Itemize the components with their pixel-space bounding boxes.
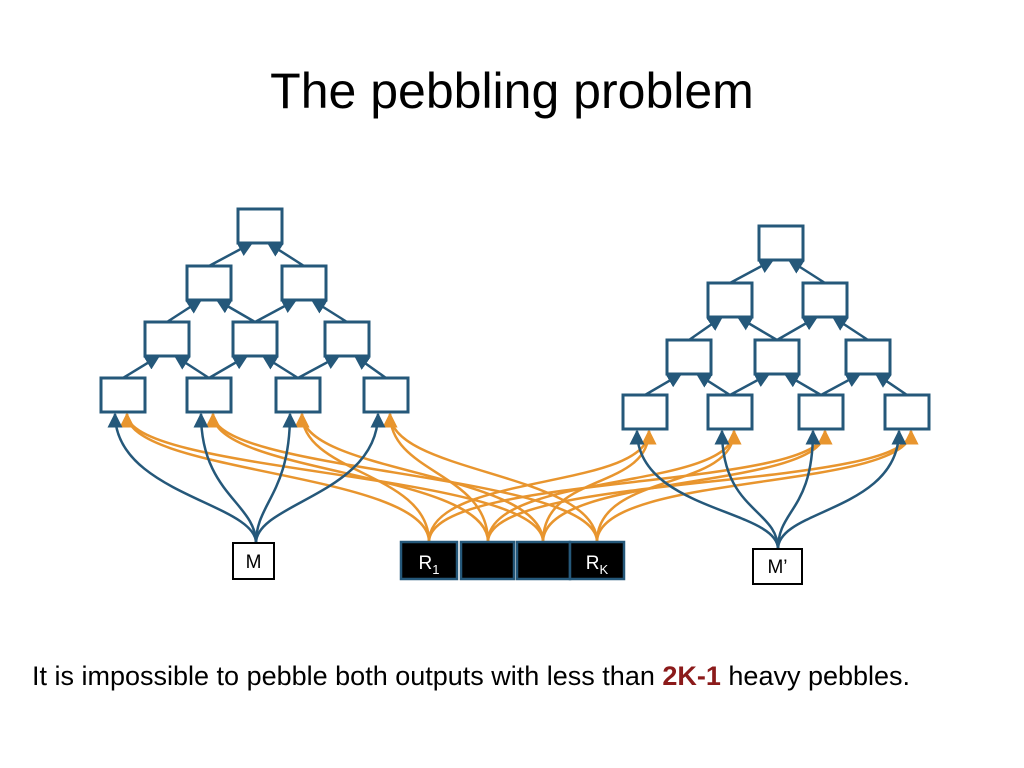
register-edge (486, 429, 742, 543)
register-1-label: R1 (419, 553, 440, 577)
right-tree-node (844, 338, 892, 376)
right-tree-node (883, 393, 931, 431)
caption-highlight: 2K-1 (662, 661, 721, 691)
register-edge (541, 429, 833, 543)
register-edge (541, 429, 657, 543)
right-tree-node (797, 393, 845, 431)
right-tree-edge (736, 315, 778, 342)
right-tree-edge (688, 315, 724, 342)
right-tree-edge (831, 315, 869, 342)
left-memory-edge (254, 412, 386, 544)
left-tree-edge (353, 354, 387, 380)
register-3 (515, 540, 572, 581)
tree-edges (122, 241, 908, 397)
right-tree-edge (644, 372, 683, 397)
right-tree-edge (729, 258, 775, 285)
left-tree-edge (122, 354, 161, 380)
right-tree-node (753, 338, 801, 376)
right-tree-edge (820, 372, 862, 397)
left-tree-node (236, 207, 284, 245)
left-tree-edge (261, 354, 299, 380)
memory-edges (107, 412, 907, 550)
right-tree-node (801, 281, 849, 319)
left-tree-edge (215, 298, 256, 324)
left-memory-label: M (246, 552, 262, 573)
right-tree-edge (695, 372, 731, 397)
register-edge (427, 429, 657, 543)
left-tree-edge (166, 298, 203, 324)
register-edge (427, 429, 833, 543)
right-tree-node (706, 281, 754, 319)
left-tree-node (143, 320, 191, 358)
caption-text-end: heavy pebbles. (720, 661, 911, 691)
right-memory-edge (629, 429, 780, 550)
left-tree-edge (266, 241, 305, 268)
left-tree-node (185, 376, 233, 414)
left-tree-node (280, 264, 328, 302)
left-memory-edge (193, 412, 258, 544)
left-tree-node (323, 320, 371, 358)
left-tree-node (231, 320, 279, 358)
right-tree-node (706, 393, 754, 431)
page-title: The pebbling problem (270, 63, 754, 119)
right-tree-node (757, 224, 805, 262)
left-memory: M (232, 542, 275, 580)
register-edge (382, 412, 599, 543)
left-tree-node (274, 376, 322, 414)
left-tree-edge (208, 241, 254, 268)
left-tree-node (185, 264, 233, 302)
tree-nodes (99, 207, 931, 431)
left-tree-edge (310, 298, 348, 324)
right-memory: M’ (752, 548, 803, 585)
right-tree-edge (783, 372, 822, 397)
right-tree-edge (874, 372, 908, 397)
right-tree-node (621, 393, 669, 431)
register-edge (294, 412, 545, 543)
register-edge (205, 412, 599, 543)
right-tree-edge (776, 315, 819, 342)
register-edge (119, 412, 545, 543)
register-k-label: RK (586, 553, 609, 577)
register-edge (205, 412, 490, 543)
right-tree-node (665, 338, 713, 376)
right-memory-edge (776, 429, 907, 550)
register-edge (294, 412, 431, 543)
right-memory-edge (714, 429, 780, 550)
left-tree-node (362, 376, 410, 414)
caption-text: It is impossible to pebble both outputs … (32, 661, 663, 691)
register-k (568, 540, 626, 581)
register-edge (486, 429, 919, 543)
register-1 (399, 540, 459, 581)
left-memory-edge (107, 412, 258, 544)
left-tree-edge (297, 354, 341, 380)
register-2 (459, 540, 516, 581)
left-tree-node (99, 376, 147, 414)
left-tree-edge (173, 354, 210, 380)
left-tree-edge (208, 354, 249, 380)
right-tree-edge (787, 258, 826, 285)
right-memory-label: M’ (767, 557, 787, 578)
left-tree-edge (254, 298, 298, 324)
caption: It is impossible to pebble both outputs … (32, 656, 992, 696)
left-memory-edge (254, 412, 298, 544)
right-memory-edge (776, 429, 821, 550)
register-edge (382, 412, 490, 543)
right-tree-edge (729, 372, 771, 397)
register-bank: R1 RK (399, 540, 626, 581)
register-edge (119, 412, 431, 543)
